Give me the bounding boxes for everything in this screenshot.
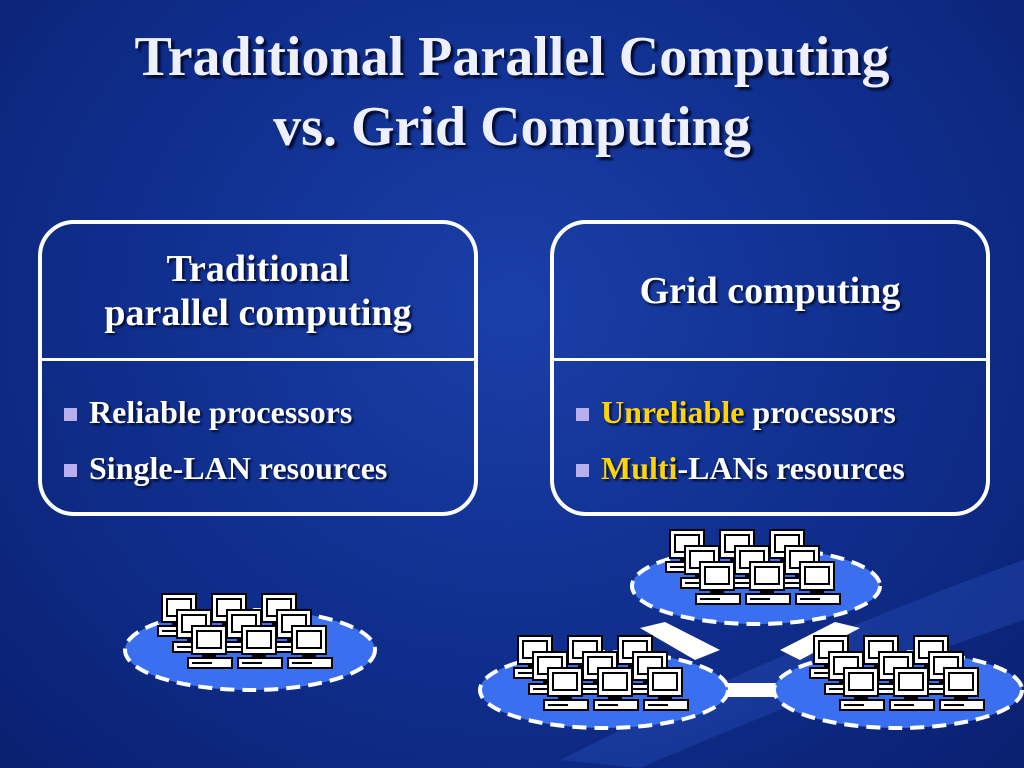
highlight-text: Unreliable	[601, 394, 745, 430]
slide-title: Traditional Parallel Computing vs. Grid …	[0, 22, 1024, 162]
square-bullet-icon	[576, 407, 589, 421]
grid-lan-bottom-right	[772, 636, 1024, 730]
grid-lan-top	[630, 530, 882, 626]
traditional-parallel-list: Reliable processors Single-LAN resources	[64, 384, 387, 496]
list-item: Unreliable processors	[576, 384, 905, 440]
single-lan-cluster	[123, 594, 377, 692]
traditional-parallel-heading: Traditional parallel computing	[42, 224, 474, 361]
list-item-text: Single-LAN resources	[89, 450, 388, 486]
grid-computing-heading: Grid computing	[554, 224, 986, 361]
list-item-text: -LANs resources	[677, 450, 905, 486]
list-item: Multi-LANs resources	[576, 440, 905, 496]
heading-text: Grid computing	[639, 270, 901, 312]
square-bullet-icon	[576, 463, 589, 477]
list-item: Single-LAN resources	[64, 440, 387, 496]
grid-computing-list: Unreliable processors Multi-LANs resourc…	[576, 384, 905, 496]
square-bullet-icon	[64, 463, 77, 477]
highlight-text: Multi	[601, 450, 678, 486]
slide-title-line2: vs. Grid Computing	[273, 96, 751, 158]
heading-line1: Traditional	[166, 248, 350, 290]
list-item: Reliable processors	[64, 384, 387, 440]
heading-line2: parallel computing	[104, 292, 412, 334]
traditional-parallel-box: Traditional parallel computing Reliable …	[38, 220, 478, 516]
list-item-text: Reliable processors	[89, 394, 353, 430]
grid-computing-box: Grid computing Unreliable processors Mul…	[550, 220, 990, 516]
square-bullet-icon	[64, 407, 77, 421]
list-item-text: processors	[744, 394, 896, 430]
grid-lan-bottom-left	[478, 636, 730, 730]
slide-title-line1: Traditional Parallel Computing	[134, 26, 890, 88]
